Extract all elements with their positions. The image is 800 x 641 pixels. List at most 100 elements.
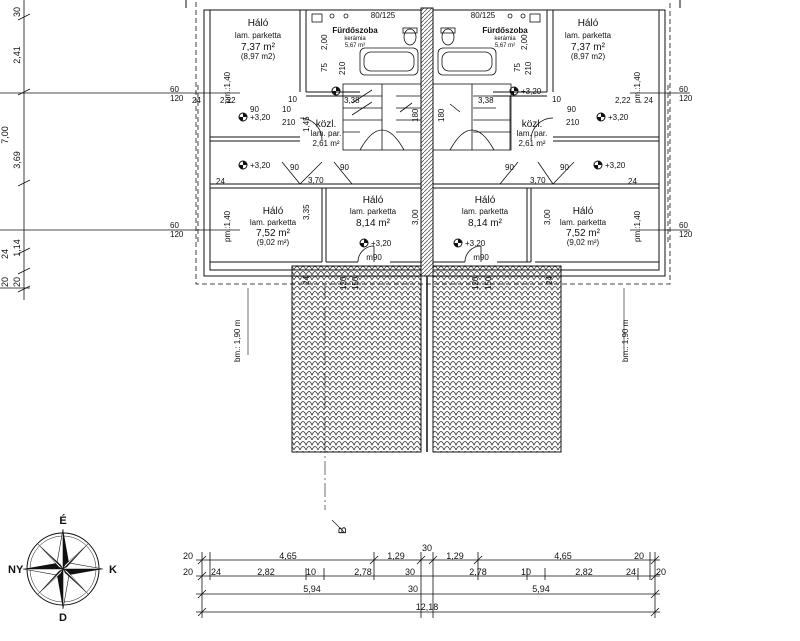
room-floor: lam. par. (517, 129, 548, 138)
walls (185, 0, 681, 285)
dim-label: 210 (338, 61, 347, 75)
dim-label: 2,78 (469, 567, 487, 577)
room-name: Háló (263, 206, 284, 217)
dim-label: 24 (0, 249, 10, 259)
door-mark: m90 (366, 253, 382, 262)
compass-west: NY (8, 564, 24, 576)
dim-label: 10 (288, 95, 297, 104)
room-name: közl. (522, 119, 543, 130)
room-floor: lam. parketta (560, 218, 607, 227)
dim-label: 24 (644, 96, 653, 105)
dim-label: 180 (437, 108, 446, 122)
dim-label: 2,22 (615, 96, 631, 105)
side-label: 60 (679, 85, 688, 94)
room-area: 8,14 m² (356, 218, 391, 229)
parapet-label: pm.:1,40 (223, 71, 232, 103)
dim-label: 90 (560, 163, 569, 172)
room-name: Háló (363, 195, 384, 206)
room-name: Fürdőszoba (482, 26, 528, 35)
dim-label: 7,00 (0, 126, 10, 144)
dim-label: 5,94 (303, 584, 321, 594)
dim-label: 2,82 (257, 567, 275, 577)
room-area: 7,37 m² (241, 42, 276, 53)
dim-label: 210 (566, 118, 580, 127)
dim-label: 24 (302, 276, 311, 285)
room-area: 7,52 m² (566, 228, 601, 239)
room-area-secondary: (9,02 m²) (257, 238, 290, 247)
dim-label: 20 (0, 277, 10, 287)
room-area-secondary: (9,02 m²) (567, 238, 600, 247)
dim-label: 10 (521, 567, 531, 577)
level-label: +3,20 (608, 113, 629, 122)
dim-label: 3,35 (302, 204, 311, 220)
dim-label: 2,22 (220, 96, 236, 105)
level-marker (331, 86, 341, 96)
dim-label: 3,38 (344, 96, 360, 105)
section-mark: B (337, 527, 349, 534)
room-floor: lam. parketta (250, 218, 297, 227)
compass-east: K (109, 564, 117, 576)
parapet-label: pm.:1,40 (223, 210, 232, 242)
dim-label: 24 (216, 177, 225, 186)
dim-label: 4,65 (279, 551, 297, 561)
dim-ticks (0, 0, 690, 300)
dim-label: 30 (405, 567, 415, 577)
dim-label: 2,78 (354, 567, 372, 577)
dim-label: 1,45 (302, 116, 311, 132)
dim-label: 3,70 (308, 176, 324, 185)
room-floor: kerámia (344, 36, 366, 42)
dim-label: 3,70 (530, 176, 546, 185)
level-label: +3,20 (250, 113, 271, 122)
dim-label: 2,41 (12, 46, 22, 64)
room-area: 2,61 m² (312, 139, 339, 148)
dim-label: 20 (656, 567, 666, 577)
dim-label: 3,00 (543, 209, 552, 225)
dim-label: 90 (340, 163, 349, 172)
dim-label: 1,29 (387, 551, 405, 561)
door-swings (281, 117, 575, 263)
dim-label: 120 (471, 276, 480, 290)
room-area: 5,67 m² (495, 43, 515, 49)
bm-label: bm.: 1,90 m (621, 319, 630, 362)
dim-label: 210 (524, 61, 533, 75)
side-label: 120 (170, 94, 184, 103)
side-label: 120 (679, 94, 693, 103)
dim-label: 30 (408, 584, 418, 594)
dim-label: 30 (12, 7, 22, 17)
dim-label: 1,29 (446, 551, 464, 561)
room-floor: lam. parketta (462, 207, 509, 216)
dim-label: 1,14 (12, 239, 22, 257)
level-marker (593, 160, 603, 170)
dim-label: 10 (306, 567, 316, 577)
dim-label: 150 (351, 276, 360, 290)
dim-label: 210 (282, 118, 296, 127)
room-area-secondary: (8,97 m2) (241, 52, 276, 61)
dim-label: 24 (211, 567, 221, 577)
bath-fixtures (311, 13, 541, 76)
dim-label: 5,94 (532, 584, 550, 594)
room-area: 2,61 m² (518, 139, 545, 148)
bottom-dim-lines (196, 552, 660, 618)
parapet-label: pm.:1,40 (633, 71, 642, 103)
dim-label: 150 (484, 276, 493, 290)
side-label: 60 (679, 221, 688, 230)
compass-north: É (59, 514, 66, 527)
level-label: +3,20 (250, 161, 271, 170)
dim-label: 90 (250, 105, 259, 114)
dim-label: 24 (545, 276, 554, 285)
compass-rose (22, 528, 104, 610)
dim-label: 12,18 (416, 602, 439, 612)
side-label: 60 (170, 221, 179, 230)
dim-label: 24 (626, 567, 636, 577)
dim-label: 90 (505, 163, 514, 172)
dim-label: 20 (183, 567, 193, 577)
dim-label: 3,69 (12, 151, 22, 169)
side-label: 60 (170, 85, 179, 94)
dim-label: 2,82 (575, 567, 593, 577)
side-label: 120 (679, 230, 693, 239)
dim-label: 10 (552, 95, 561, 104)
level-marker (509, 86, 519, 96)
level-label: +3,20 (465, 239, 486, 248)
